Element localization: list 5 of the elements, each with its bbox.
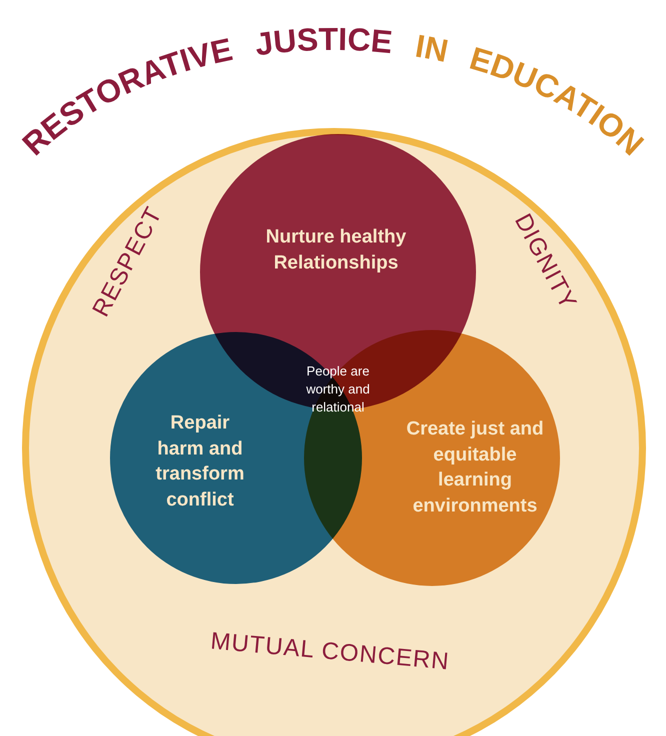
value-label: MUTUAL CONCERN bbox=[209, 628, 451, 676]
circle-label: Create just and equitable learning environments bbox=[405, 418, 545, 519]
circle-label: Nurture healthy Relationships bbox=[264, 225, 408, 275]
center-label: People are worthy and relational bbox=[305, 362, 371, 418]
circle-label: Repair harm and transform conflict bbox=[154, 412, 246, 513]
